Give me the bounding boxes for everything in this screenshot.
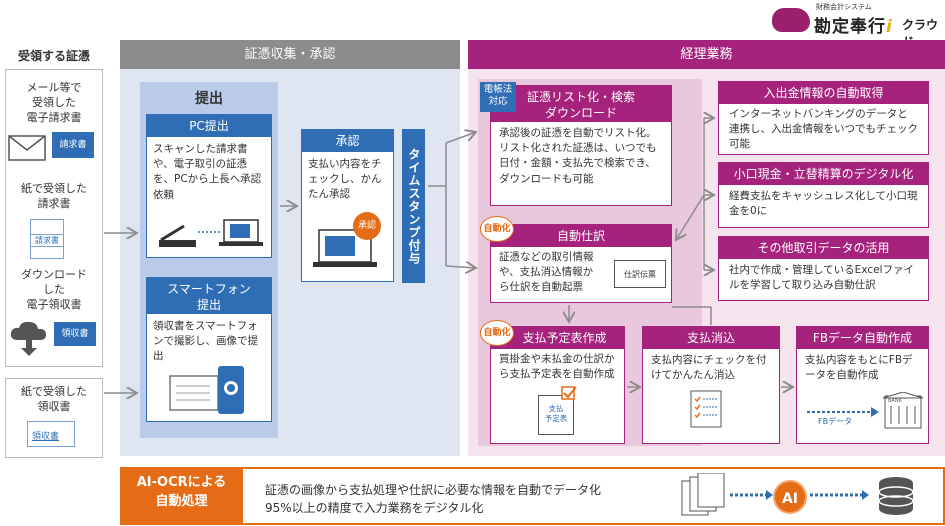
received-download-receipt-label: ダウンロード した 電子領収書	[21, 268, 87, 311]
auto-journal-body: 証憑などの取引情報や、支払消込情報から仕訳を自動起票	[499, 251, 594, 294]
envelope-icon	[8, 135, 46, 161]
petty-cash-card: 小口現金・立替精算のデジタル化 経費支払をキャッシュレス化して小口現金を0に	[718, 162, 929, 228]
fb-data-label: FBデータ	[818, 417, 853, 426]
fb-data-transfer-icon	[807, 392, 924, 429]
checkmark-icon	[561, 386, 577, 400]
ai-icon: AI	[773, 480, 807, 514]
cloud-download-icon	[10, 321, 46, 356]
timestamp-bar: タイムスタンプ付与	[402, 129, 425, 283]
payment-schedule-body: 買掛金や未払金の仕訳から支払予定表を自動作成	[499, 353, 615, 381]
logo-main-text: 勘定奉行i	[814, 17, 893, 37]
received-paper-invoice-label: 紙で受領した 請求書	[21, 182, 87, 210]
received-paper-receipt-label: 紙で受領した 領収書	[21, 385, 87, 413]
received-email-invoice-label: メール等で 受領した 電子請求書	[26, 81, 82, 124]
other-data-card: その他取引データの活用 社内で作成・管理しているExcelファイルを学習して取り…	[718, 236, 929, 301]
deposit-info-title: 入出金情報の自動取得	[719, 82, 928, 104]
dotted-arrow-icon-2	[810, 490, 869, 500]
petty-cash-title: 小口現金・立替精算のデジタル化	[719, 163, 928, 185]
bank-label: BANK	[888, 398, 902, 404]
deposit-info-card: 入出金情報の自動取得 インターネットバンキングのデータと連携し、入出金情報をいつ…	[718, 81, 929, 155]
phone-submit-body: 領収書をスマートフォンで撮影し、画像で提出	[153, 320, 258, 363]
fb-data-body: 支払内容をもとにFBデータを自動作成	[805, 354, 913, 382]
petty-cash-body: 経費支払をキャッシュレス化して小口現金を0に	[729, 190, 918, 218]
dotted-arrow-icon	[730, 490, 773, 500]
ai-ocr-description: 証憑の画像から支払処理や仕訳に必要な情報を自動でデータ化 95%以上の精度で入力…	[265, 481, 601, 517]
phone-submit-title: スマートフォン 提出	[147, 278, 271, 314]
paper-invoice-icon: 請求書	[30, 219, 64, 259]
automation-badge-2: 自動化	[480, 320, 514, 346]
auto-journal-title: 自動仕訳	[491, 225, 671, 247]
submit-title: 提出	[195, 91, 223, 107]
pc-submit-title: PC提出	[147, 115, 271, 137]
approve-body: 支払い内容をチェックし、かんたん承認	[308, 158, 382, 201]
logo: 財務会計システム 勘定奉行i クラウド	[772, 2, 942, 49]
received-documents-panel	[5, 42, 103, 367]
list-search-card: 証憑リスト化・検索 ダウンロード 承認後の証憑を自動でリスト化。リスト化された証…	[490, 85, 672, 206]
other-data-body: 社内で作成・管理しているExcelファイルを学習して取り込み自動仕訳	[729, 264, 914, 292]
collect-approve-header: 証憑収集・承認	[120, 40, 460, 69]
documents-icon	[681, 473, 725, 516]
payment-clear-title: 支払消込	[643, 327, 779, 349]
ai-ocr-line2: 95%以上の精度で入力業務をデジタル化	[265, 501, 484, 515]
logo-small-text: 財務会計システム	[816, 3, 872, 11]
scanner-laptop-icon	[159, 219, 263, 247]
list-search-title: 証憑リスト化・検索 ダウンロード	[491, 86, 671, 122]
automation-badge: 自動化	[480, 216, 514, 242]
checklist-icon	[690, 390, 722, 428]
payment-schedule-doc-icon: 支払 予定表	[538, 395, 574, 435]
accounting-header: 経理業務	[468, 40, 945, 69]
other-data-title: その他取引データの活用	[719, 237, 928, 259]
fb-data-card: FBデータ自動作成 支払内容をもとにFBデータを自動作成	[796, 326, 929, 444]
invoice-document-icon: 請求書	[52, 132, 94, 158]
fb-data-title: FBデータ自動作成	[797, 327, 928, 349]
cloud-logo-icon	[772, 8, 810, 32]
smartphone-camera-icon	[169, 366, 244, 414]
journal-voucher-icon: 仕訳伝票	[614, 260, 666, 288]
ai-ocr-tag: AI-OCRによる 自動処理	[120, 467, 243, 525]
approve-title: 承認	[302, 130, 393, 152]
deposit-info-body: インターネットバンキングのデータと連携し、入出金情報をいつでもチェック可能	[729, 108, 918, 151]
ai-ocr-panel	[120, 467, 945, 525]
approve-card: 承認 支払い内容をチェックし、かんたん承認	[301, 129, 394, 282]
approved-stamp-icon: 承認	[353, 212, 381, 240]
database-icon	[878, 477, 914, 515]
received-documents-title: 受領する証憑	[5, 42, 103, 70]
payment-schedule-title: 支払予定表作成	[491, 327, 624, 349]
payment-clear-body: 支払内容にチェックを付けてかんたん消込	[651, 354, 767, 382]
ai-ocr-line1: 証憑の画像から支払処理や仕訳に必要な情報を自動でデータ化	[265, 483, 602, 497]
receipt-document-icon: 領収書	[54, 322, 96, 346]
pc-submit-body: スキャンした請求書や、電子取引の証憑を、PCから上長へ承認依頼	[153, 143, 262, 201]
paper-receipt-icon: 領収書	[27, 421, 75, 447]
ebook-law-badge: 電帳法 対応	[480, 82, 516, 112]
list-search-body: 承認後の証憑を自動でリスト化。リスト化された証憑は、いつでも日付・金額・支払先で…	[499, 127, 657, 185]
